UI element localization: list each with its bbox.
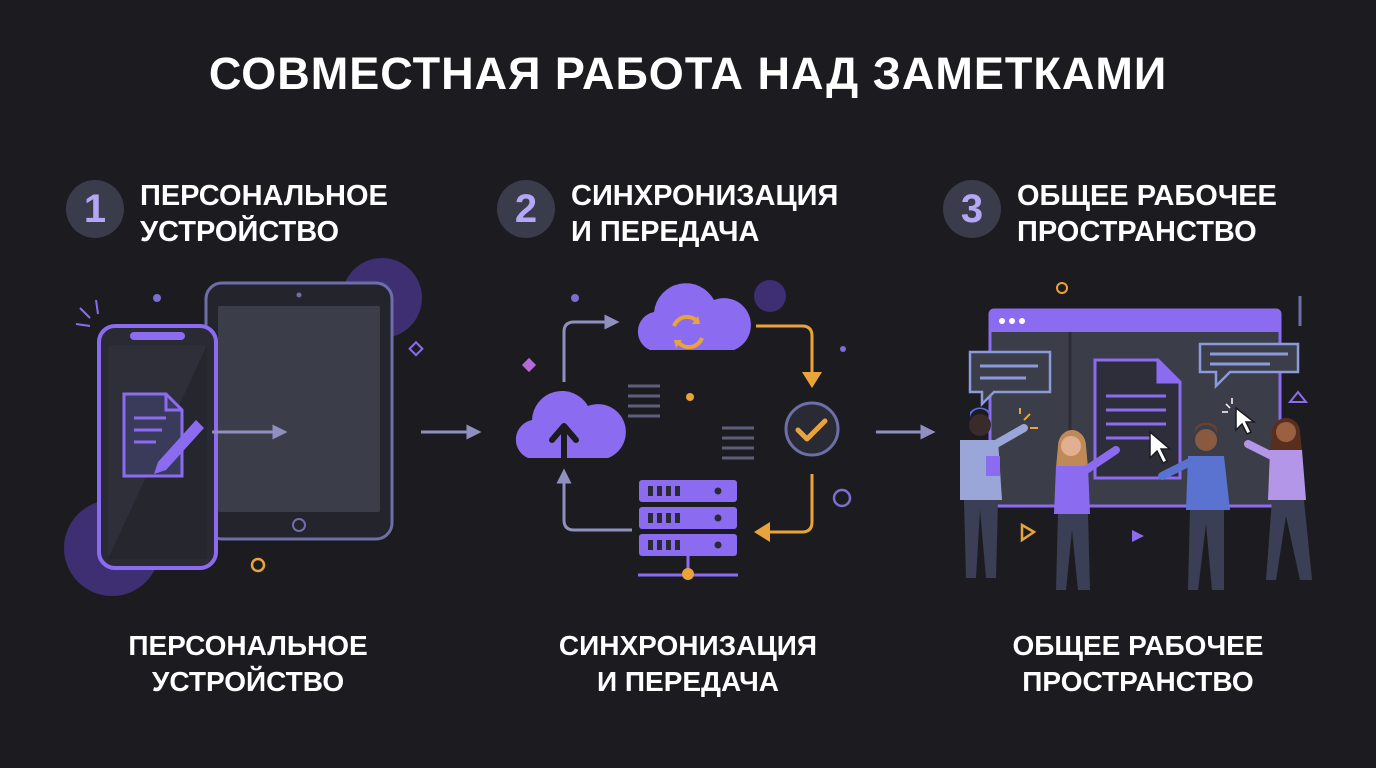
decor-dot [571, 294, 579, 302]
workspace-group [960, 282, 1312, 590]
decor-sparkle [75, 299, 99, 327]
tablet-icon [204, 281, 394, 541]
checkmark-icon [784, 401, 840, 457]
step-1-title: ПЕРСОНАЛЬНОЕ УСТРОЙСТВО [140, 180, 388, 248]
step-2-header: 2 СИНХРОНИЗАЦИЯ И ПЕРЕДАЧА [497, 178, 838, 250]
decor-dot [686, 393, 694, 401]
decor-ring [832, 488, 852, 508]
cycle-arrow-up [562, 314, 620, 382]
person-2 [1054, 430, 1120, 590]
list-lines [628, 384, 754, 460]
cycle-arrow-left [556, 468, 632, 532]
note-edit-icon [122, 392, 204, 478]
step-3-caption: ОБЩЕЕ РАБОЧЕЕ ПРОСТРАНСТВО [1012, 630, 1264, 697]
click-spark [1222, 398, 1233, 413]
people-icon [960, 407, 1312, 590]
cursor-icon [1235, 406, 1257, 436]
sync-group [515, 280, 852, 580]
step-1-header: 1 ПЕРСОНАЛЬНОЕ УСТРОЙСТВО [66, 178, 388, 250]
step-2-caption: СИНХРОНИЗАЦИЯ И ПЕРЕДАЧА [558, 630, 818, 697]
decor-dot [153, 294, 161, 302]
page-title: СОВМЕСТНАЯ РАБОТА НАД ЗАМЕТКАМИ [208, 48, 1168, 99]
step-2-number: 2 [497, 180, 555, 238]
person-4 [1244, 418, 1312, 580]
step-2-title: СИНХРОНИЗАЦИЯ И ПЕРЕДАЧА [571, 180, 839, 248]
server-icon [638, 480, 738, 580]
decor-ring [250, 557, 266, 573]
decor-dot [840, 346, 846, 352]
decor-triangle [1132, 530, 1144, 542]
step-3-header: 3 ОБЩЕЕ РАБОЧЕЕ ПРОСТРАНСТВО [943, 178, 1277, 250]
cloud-upload-icon [515, 390, 626, 461]
cloud-sync-icon [637, 283, 751, 350]
decor-ring [1056, 282, 1068, 294]
decor-diamond [521, 357, 537, 373]
cycle-arrow-down [756, 324, 814, 382]
decor-triangle [1287, 390, 1309, 403]
device-group [64, 258, 424, 596]
step-3-title: ОБЩЕЕ РАБОЧЕЕ ПРОСТРАНСТВО [1017, 180, 1277, 248]
chat-bubble-icon [968, 350, 1052, 408]
step-1-number: 1 [66, 180, 124, 238]
decor-triangle [1020, 522, 1037, 543]
step-3-number: 3 [943, 180, 1001, 238]
person-1 [960, 407, 1028, 578]
person-3 [1158, 422, 1230, 590]
click-spark [1019, 408, 1038, 429]
decor-circle [754, 280, 786, 312]
decor-diamond [408, 340, 424, 357]
cursor-icon [1149, 430, 1173, 465]
step-1-caption: ПЕРСОНАЛЬНОЕ УСТРОЙСТВО [128, 630, 368, 697]
cycle-arrow-back [766, 474, 814, 534]
chat-bubble-icon [1198, 342, 1300, 390]
